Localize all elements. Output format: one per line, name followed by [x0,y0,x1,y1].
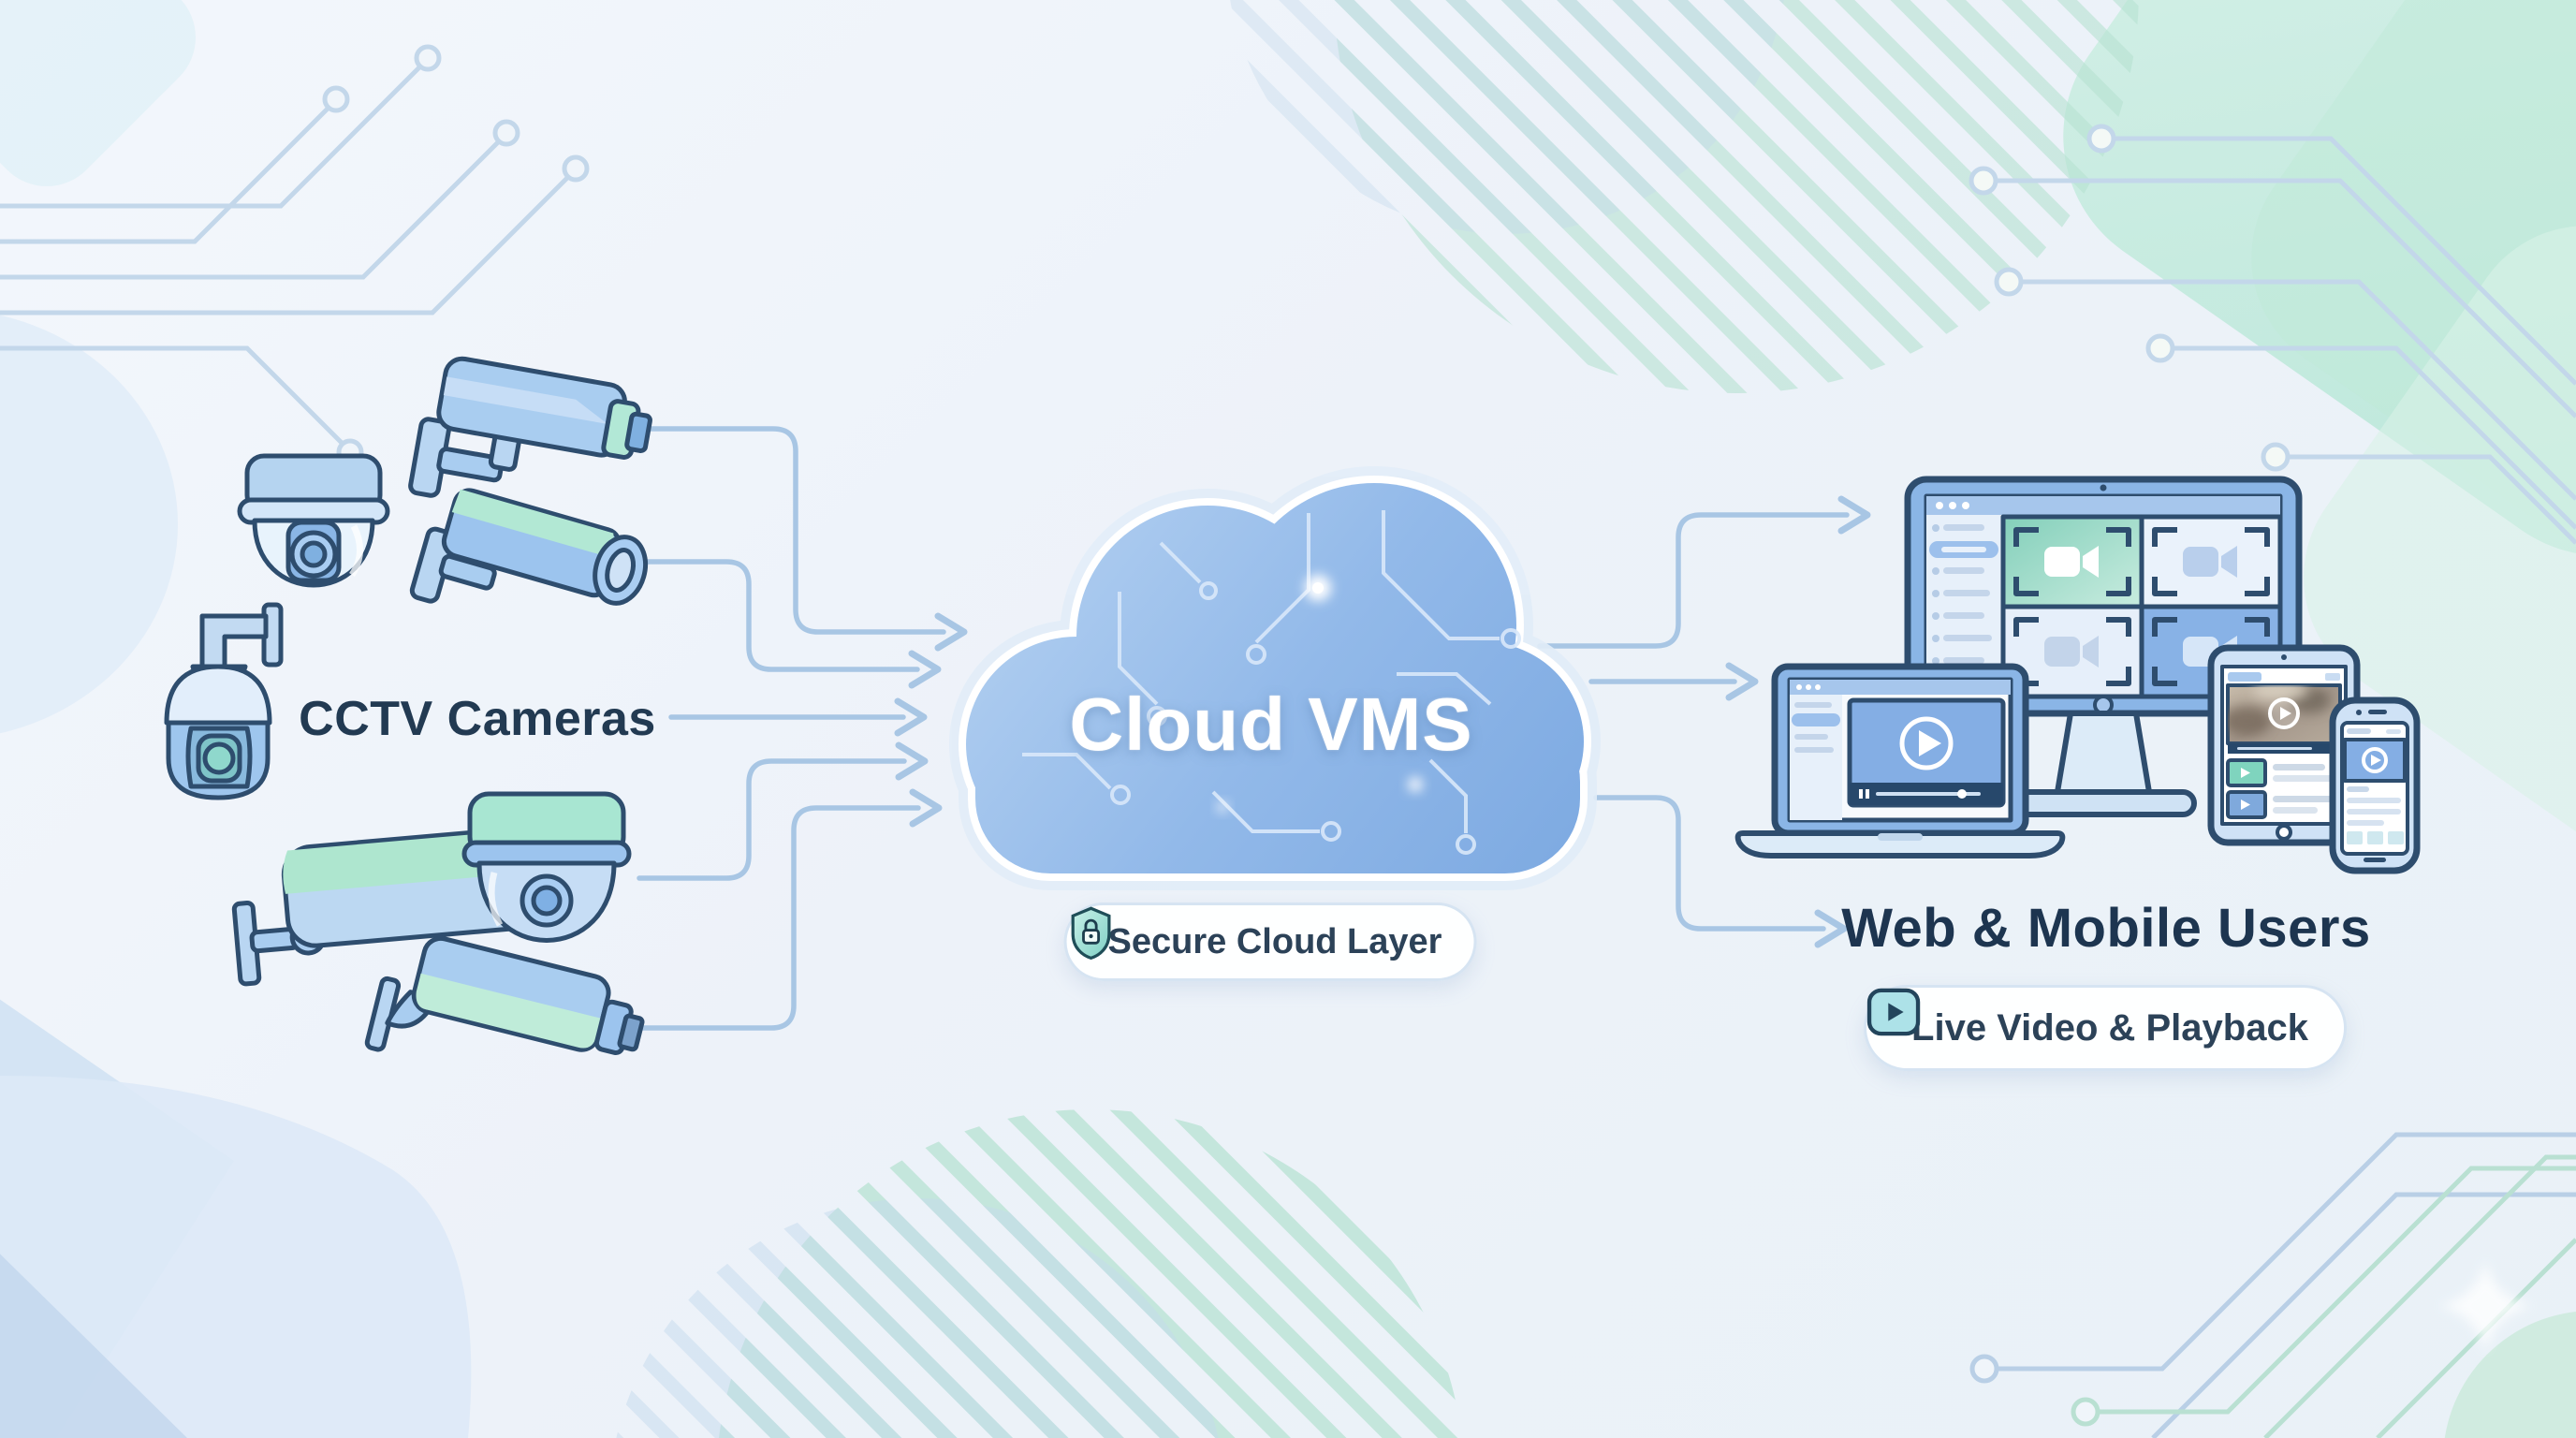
tablet-list [2226,758,2338,819]
bullet-camera-icon [409,488,649,606]
cloud-circuit-pattern [1022,510,1521,855]
connector [638,559,920,672]
connector [637,805,921,1031]
connector [1593,795,1826,932]
tablet-icon [2207,644,2361,846]
laptop-sidebar [1790,695,1842,820]
connector [637,758,907,881]
arrowhead [894,697,928,737]
smartphone-icon [2329,697,2421,874]
secure-cloud-layer-badge: Secure Cloud Layer [1063,902,1477,981]
arrowhead [909,788,943,828]
sparkle [2438,1259,2532,1353]
connector [638,426,946,635]
connector [1537,512,1850,649]
circuit-traces-bottom-right [1969,1132,2576,1438]
camera-to-cloud-connectors [637,426,968,1031]
arrowhead [934,612,968,652]
arrowhead [895,741,929,781]
laptop-icon [1734,663,2066,858]
arrowhead [1814,909,1848,948]
arrowhead [1837,495,1871,535]
arrowhead [1725,662,1759,701]
cctv-camera-cluster [164,356,652,1056]
cloud-to-users-connectors [1537,495,1871,948]
dome-camera-icon [461,791,632,943]
bullet-camera-icon [408,356,652,498]
cloud-vms-label: Cloud VMS [1069,682,1473,766]
circuit-traces-top-right [1969,124,2576,545]
phone-list [2347,786,2404,844]
user-devices-cluster [1734,476,2421,874]
bullet-camera-icon [364,935,645,1056]
live-badge-label: Live Video & Playback [1911,1006,2308,1049]
arrowhead [908,650,942,689]
live-video-playback-badge: Live Video & Playback [1864,985,2347,1071]
cloud-vms-shape [949,466,1601,890]
circuit-traces-top-left [0,44,590,466]
cctv-cameras-label: CCTV Cameras [299,692,656,746]
ptz-camera-icon [164,602,284,800]
dome-camera-icon [237,453,390,588]
web-mobile-users-label: Web & Mobile Users [1841,898,2371,959]
secure-badge-label: Secure Cloud Layer [1107,921,1442,961]
